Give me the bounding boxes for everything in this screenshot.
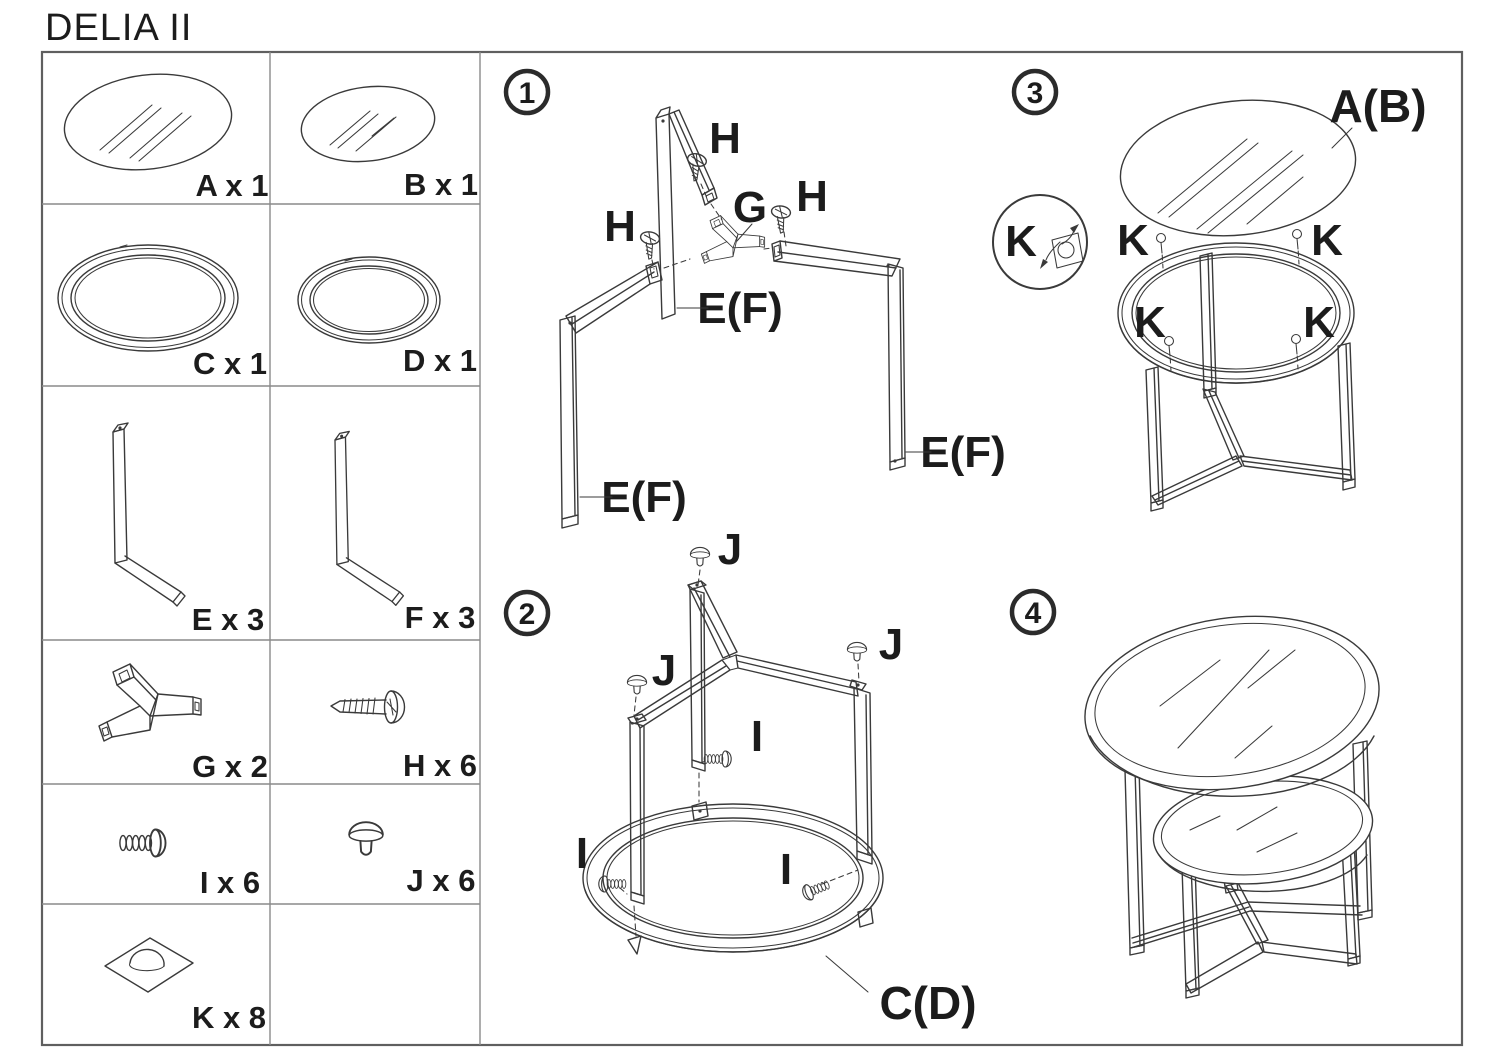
ring-large-icon	[57, 244, 239, 352]
frame-and-grid	[40, 50, 1464, 1047]
part-cell-i: I x 6	[118, 828, 260, 900]
leader-line	[1331, 127, 1353, 149]
step-4-number: 4	[1025, 597, 1042, 630]
parts-list: A x 1 B x 1 C x 1	[57, 73, 478, 1035]
part-cell-c: C x 1	[57, 244, 267, 381]
part-label-b: B x 1	[404, 167, 478, 202]
label-leg-1: E(F)	[697, 284, 783, 333]
part-label-h: H x 6	[403, 748, 477, 783]
base-frame-drawing	[1117, 242, 1356, 512]
part-label-k: K x 8	[192, 1000, 266, 1035]
glass-top-small-icon	[300, 85, 436, 163]
ring-small-icon	[297, 256, 441, 344]
assembly-guide-lines	[651, 183, 787, 270]
finished-tables-drawing	[1084, 615, 1380, 999]
step-3-badge: 3	[1011, 68, 1059, 116]
step-1: 1	[503, 68, 1006, 529]
label-leg-3: E(F)	[601, 473, 687, 522]
label-pad-4: K	[1303, 298, 1335, 347]
part-cell-d: D x 1	[297, 256, 477, 378]
leg-large-icon	[112, 422, 186, 607]
part-cell-a: A x 1	[63, 73, 269, 203]
glide-icon	[689, 546, 711, 567]
part-cell-g: G x 2	[98, 663, 268, 784]
y-connector-icon	[98, 663, 202, 742]
screw-icon	[636, 229, 662, 262]
big-table-top	[1084, 615, 1380, 798]
glass-top-large-icon	[63, 73, 233, 171]
pad-pin-icon	[1290, 333, 1302, 370]
part-label-j: J x 6	[407, 863, 476, 898]
part-cell-j: J x 6	[348, 821, 476, 898]
step-3-number: 3	[1027, 77, 1044, 110]
part-label-e: E x 3	[192, 602, 264, 637]
screw-icon	[767, 204, 792, 235]
machine-bolt-icon	[799, 876, 833, 903]
step-3: 3 A(B) K	[992, 68, 1427, 512]
label-connector: G	[733, 183, 767, 232]
step-2: 2	[503, 525, 977, 1029]
part-cell-k: K x 8	[104, 937, 266, 1035]
label-bolt-left: I	[576, 829, 588, 878]
step-2-badge: 2	[503, 589, 551, 637]
label-pad-3: K	[1134, 298, 1166, 347]
glide-icon	[348, 821, 384, 856]
label-screw-left: H	[604, 202, 636, 251]
label-top: A(B)	[1329, 80, 1426, 132]
part-label-d: D x 1	[403, 343, 477, 378]
label-glide-left: J	[652, 646, 676, 695]
ring-brackets	[627, 801, 874, 955]
leader-line	[825, 955, 869, 993]
machine-bolt-icon	[703, 750, 732, 768]
right-leg-drawing	[771, 240, 906, 471]
step-1-number: 1	[519, 77, 536, 110]
part-label-g: G x 2	[192, 749, 268, 784]
leg-small-icon	[334, 430, 405, 606]
adhesive-pad-icon	[104, 937, 194, 993]
label-glide-right: J	[879, 620, 903, 669]
part-label-f: F x 3	[405, 600, 476, 635]
leg-frame-drawing	[627, 580, 873, 905]
part-cell-b: B x 1	[300, 85, 478, 202]
label-screw-right: H	[796, 172, 828, 221]
page-title: DELIA II	[45, 7, 192, 49]
glide-icon	[626, 674, 648, 695]
part-cell-e: E x 3	[112, 422, 264, 637]
label-leg-2: E(F)	[920, 428, 1006, 477]
label-pad-2: K	[1311, 216, 1343, 265]
part-label-i: I x 6	[200, 865, 260, 900]
label-screw-top: H	[709, 114, 741, 163]
label-pad-1: K	[1117, 216, 1149, 265]
label-glide-top: J	[718, 525, 742, 574]
pad-callout: K	[992, 194, 1088, 290]
part-cell-h: H x 6	[330, 690, 477, 783]
glide-icon	[846, 641, 868, 662]
assembly-guide-lines	[619, 569, 860, 937]
left-leg-drawing	[559, 261, 663, 529]
glass-top-drawing	[1119, 99, 1357, 237]
tapping-screw-icon	[330, 690, 406, 724]
label-bolt-right: I	[780, 845, 792, 894]
label-ring: C(D)	[879, 977, 976, 1029]
label-bolt-center: I	[751, 712, 763, 761]
part-cell-f: F x 3	[334, 430, 476, 635]
machine-bolt-icon	[118, 828, 167, 858]
leader-line	[736, 223, 753, 242]
part-label-a: A x 1	[196, 168, 269, 203]
back-leg-drawing	[655, 106, 718, 320]
step-4: 4	[1009, 588, 1380, 999]
label-pad-callout: K	[1005, 217, 1037, 266]
ring-drawing	[582, 803, 884, 953]
step-2-number: 2	[519, 598, 536, 631]
step-4-badge: 4	[1009, 588, 1057, 636]
step-1-badge: 1	[503, 68, 551, 116]
part-label-c: C x 1	[193, 346, 267, 381]
